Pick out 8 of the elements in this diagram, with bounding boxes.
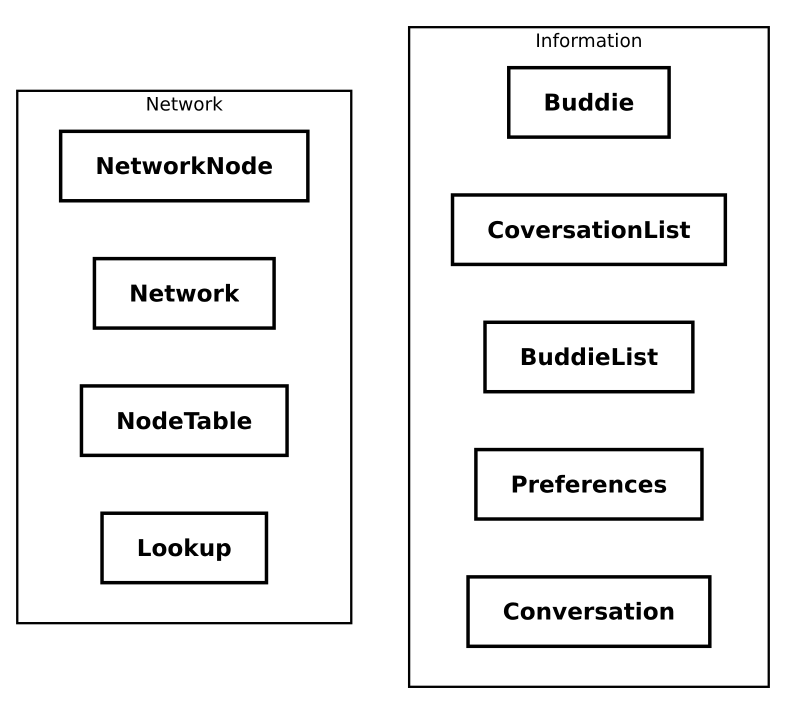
node-box: Lookup <box>100 511 268 584</box>
node-box: CoversationList <box>450 192 728 266</box>
node-box: Conversation <box>466 574 712 648</box>
node-box: BuddieList <box>483 320 695 393</box>
node-box: NetworkNode <box>58 129 310 202</box>
node-box: NodeTable <box>80 384 289 457</box>
node-box: Buddie <box>507 65 671 138</box>
node-box: Preferences <box>474 447 704 520</box>
